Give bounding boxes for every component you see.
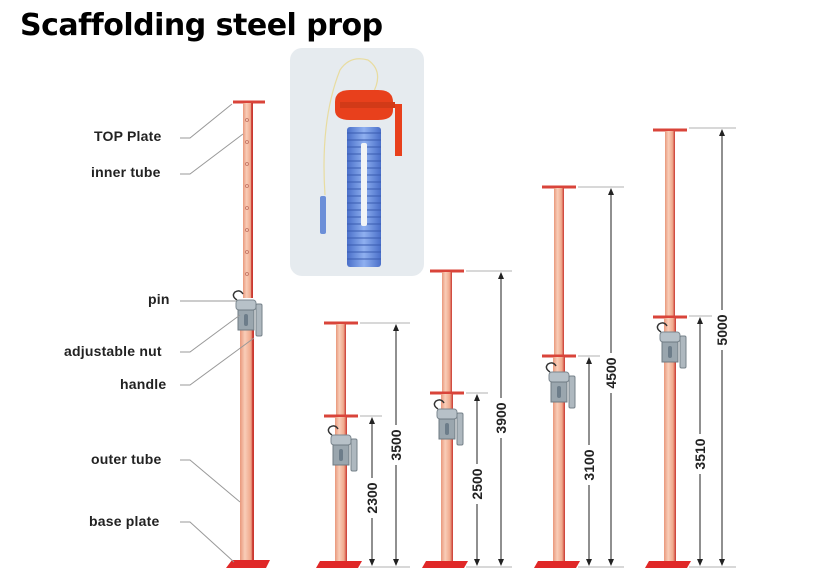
min-height-label: 2500 [469, 468, 485, 499]
label-pin: pin [148, 291, 170, 307]
min-height-label: 2300 [364, 482, 380, 513]
max-height-label: 4500 [603, 357, 619, 388]
prop-2500-3900: 3900 2500 [422, 269, 512, 568]
label-outer-tube: outer tube [91, 451, 162, 467]
min-height-label: 3100 [581, 449, 597, 480]
label-inner-tube: inner tube [91, 164, 161, 180]
label-adjustable-nut: adjustable nut [64, 343, 162, 359]
label-handle: handle [120, 376, 167, 392]
min-height-label: 3510 [692, 438, 708, 469]
max-height-label: 3900 [493, 402, 509, 433]
prop-3100-4500: 4500 3100 [534, 185, 624, 568]
prop-3510-5000: 5000 3510 [645, 127, 736, 568]
adjustable-nut-inset [290, 48, 424, 276]
labeled-prop [226, 100, 270, 568]
diagram-title: Scaffolding steel prop [20, 8, 383, 43]
prop-2300-3500: 3500 2300 [316, 321, 410, 568]
label-top-plate: TOP Plate [94, 128, 162, 144]
leader-lines [180, 103, 255, 563]
max-height-label: 3500 [388, 429, 404, 460]
label-base-plate: base plate [89, 513, 160, 529]
max-height-label: 5000 [714, 314, 730, 345]
